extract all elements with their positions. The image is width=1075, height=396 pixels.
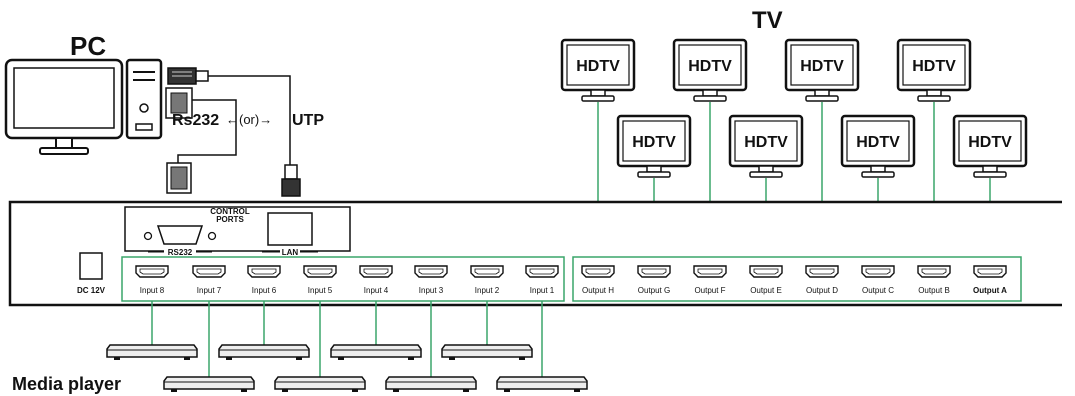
output-port-label: Output A xyxy=(973,286,1007,295)
output-port-label: Output G xyxy=(638,286,670,295)
media-player-icon xyxy=(385,376,477,392)
input-port-label: Input 1 xyxy=(530,286,555,295)
input-ports-frame xyxy=(121,256,565,302)
hdmi-port-icon[interactable] xyxy=(247,265,281,278)
tv-label-bottom-3: HDTV xyxy=(968,134,1012,151)
lan-port[interactable] xyxy=(267,212,313,246)
power-jack[interactable] xyxy=(79,252,103,280)
rs232-port-label: RS232 xyxy=(168,248,193,257)
input-port-label: Input 6 xyxy=(252,286,277,295)
output-ports: Output H Output G Output F Output E Output D… xyxy=(581,265,1007,295)
tv-icon: HDTV xyxy=(672,38,748,102)
hdmi-port-icon[interactable] xyxy=(581,265,615,278)
hdmi-port-icon[interactable] xyxy=(749,265,783,278)
hdmi-port-icon[interactable] xyxy=(303,265,337,278)
control-ports-label-line1: CONTROL xyxy=(210,207,250,216)
media-player-icon xyxy=(441,344,533,360)
input-port-label: Input 7 xyxy=(197,286,222,295)
output-port-label: Output F xyxy=(694,286,725,295)
input-port-label: Input 4 xyxy=(364,286,389,295)
utp-label: UTP xyxy=(292,112,324,129)
input-connection-lines xyxy=(151,301,543,377)
rs232-label: Rs232 xyxy=(172,112,219,129)
hdmi-port-icon[interactable] xyxy=(917,265,951,278)
hdmi-port-icon[interactable] xyxy=(805,265,839,278)
hdmi-port-icon[interactable] xyxy=(470,265,504,278)
rj45-plug-icon xyxy=(281,164,301,197)
tv-label: TV xyxy=(752,7,783,34)
tv-label-top-1: HDTV xyxy=(688,58,732,75)
pc-label: PC xyxy=(70,31,106,61)
pc-group: PC Rs xyxy=(4,31,324,197)
media-player-icon xyxy=(218,344,310,360)
db9-connector-icon xyxy=(166,162,192,194)
output-port-label: Output B xyxy=(918,286,950,295)
tv-label-bottom-2: HDTV xyxy=(856,134,900,151)
media-player-icon xyxy=(163,376,255,392)
tv-label-top-0: HDTV xyxy=(576,58,620,75)
output-port-label: Output H xyxy=(582,286,614,295)
input-port-label: Input 2 xyxy=(475,286,500,295)
media-player-label: Media player xyxy=(12,374,121,394)
tv-icon: HDTV xyxy=(616,114,692,178)
hdmi-port-icon[interactable] xyxy=(693,265,727,278)
media-player-icon xyxy=(496,376,588,392)
hdmi-port-icon[interactable] xyxy=(861,265,895,278)
input-port-label: Input 5 xyxy=(308,286,333,295)
hdmi-port-icon[interactable] xyxy=(973,265,1007,278)
tv-group: HDTV HDTV HDTV HDTV HDTV HDTV HDTV HDTV xyxy=(560,38,1028,178)
hdmi-port-icon[interactable] xyxy=(637,265,671,278)
hdmi-port-icon[interactable] xyxy=(135,265,169,278)
media-player-icon xyxy=(274,376,366,392)
tv-label-bottom-1: HDTV xyxy=(744,134,788,151)
monitor-icon xyxy=(4,58,124,155)
pc-tower-icon xyxy=(125,58,163,140)
hdmi-port-icon[interactable] xyxy=(525,265,559,278)
control-ports: CONTROL PORTS RS232 LAN xyxy=(124,206,351,258)
control-ports-label-line2: PORTS xyxy=(216,215,244,224)
media-player-icon xyxy=(330,344,422,360)
output-port-label: Output C xyxy=(862,286,894,295)
tv-label-bottom-0: HDTV xyxy=(632,134,676,151)
input-port-label: Input 3 xyxy=(419,286,444,295)
tv-icon: HDTV xyxy=(560,38,636,102)
output-port-label: Output E xyxy=(750,286,782,295)
rj45-plug-icon xyxy=(167,67,209,85)
media-player-icon xyxy=(106,344,198,360)
hdmi-port-icon[interactable] xyxy=(359,265,393,278)
tv-icon: HDTV xyxy=(784,38,860,102)
output-port-label: Output D xyxy=(806,286,838,295)
tv-icon: HDTV xyxy=(728,114,804,178)
media-players xyxy=(106,344,588,392)
tv-icon: HDTV xyxy=(896,38,972,102)
lan-port-label: LAN xyxy=(282,248,299,257)
tv-icon: HDTV xyxy=(840,114,916,178)
input-port-label: Input 8 xyxy=(140,286,165,295)
matrix-switcher: CONTROL PORTS RS232 LAN DC 12V xyxy=(8,200,1062,307)
tv-label-top-2: HDTV xyxy=(800,58,844,75)
output-ports-frame xyxy=(572,256,1022,302)
db9-connector-icon xyxy=(165,87,193,119)
power-label: DC 12V xyxy=(77,286,106,295)
tv-label-top-3: HDTV xyxy=(912,58,956,75)
hdmi-port-icon[interactable] xyxy=(192,265,226,278)
tv-icon: HDTV xyxy=(952,114,1028,178)
input-ports: Input 8 Input 7 Input 6 Input 5 Input 4 Input… xyxy=(135,265,559,295)
rs232-port[interactable] xyxy=(143,225,217,245)
or-label: ←(or)→ xyxy=(226,112,272,127)
hdmi-port-icon[interactable] xyxy=(414,265,448,278)
